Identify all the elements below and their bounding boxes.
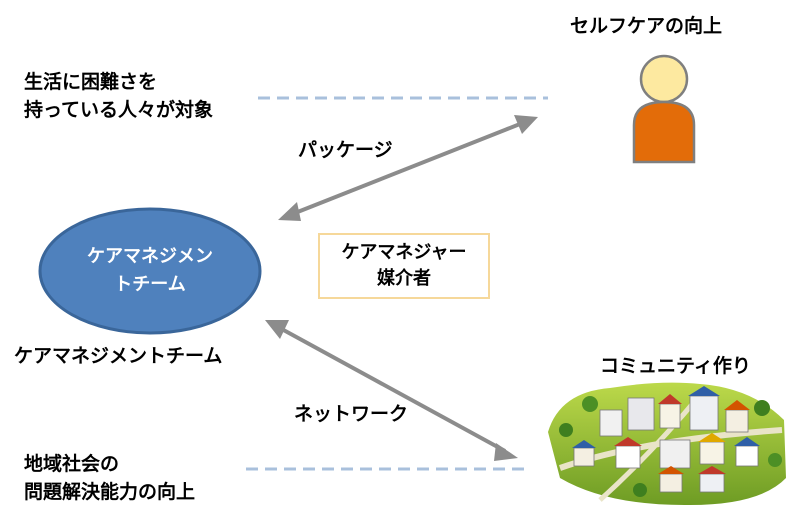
team-caption: ケアマネジメントチーム bbox=[14, 345, 223, 367]
care-manager-line1: ケアマネジャー bbox=[341, 242, 467, 263]
region-label-line2: 問題解決能力の向上 bbox=[24, 481, 196, 503]
region-label-line1: 地域社会の bbox=[24, 453, 120, 475]
network-label: ネットワーク bbox=[294, 403, 409, 425]
region-label: 地域社会の 問題解決能力の向上 bbox=[24, 450, 195, 506]
team-inner-line2: トチーム bbox=[114, 274, 186, 295]
self-care-label: セルフケアの向上 bbox=[570, 15, 723, 37]
team-ellipse bbox=[38, 207, 262, 335]
target-label-line1: 生活に困難さを bbox=[24, 71, 158, 93]
package-label: パッケージ bbox=[298, 139, 393, 161]
community-label: コミュニティ作り bbox=[600, 355, 751, 377]
care-manager-line2: 媒介者 bbox=[377, 268, 431, 289]
town-illustration-icon bbox=[548, 382, 786, 506]
package-double-arrow bbox=[278, 115, 538, 221]
network-double-arrow bbox=[265, 320, 518, 461]
target-label-line2: 持っている人々が対象 bbox=[24, 99, 214, 121]
team-ellipse-label: ケアマネジメン トチーム bbox=[38, 226, 262, 316]
team-inner-line1: ケアマネジメン bbox=[87, 246, 213, 267]
person-icon bbox=[632, 54, 696, 164]
care-manager-box: ケアマネジャー 媒介者 bbox=[318, 233, 490, 299]
target-population-label: 生活に困難さを 持っている人々が対象 bbox=[24, 68, 213, 124]
